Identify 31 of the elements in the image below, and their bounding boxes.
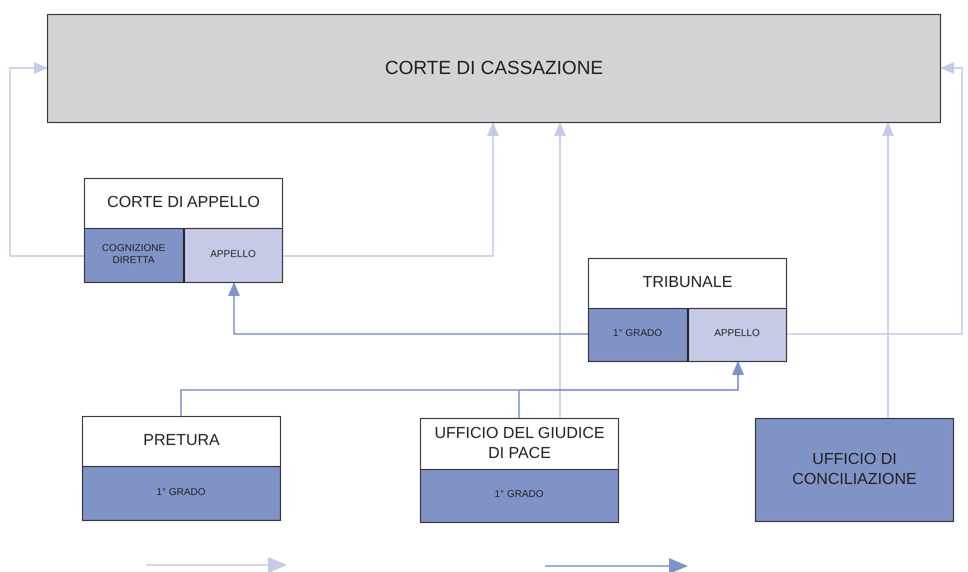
section-box [588, 308, 688, 362]
arrow [283, 122, 499, 257]
court-name: CORTE DI APPELLO [106, 193, 261, 213]
court-name: TRIBUNALE [642, 273, 734, 293]
court-name: CORTE DI CASSAZIONE [384, 56, 604, 80]
arrow [9, 62, 84, 257]
section-box [420, 468, 618, 522]
arrow [554, 122, 566, 418]
arrow [518, 361, 744, 418]
section-label: 1° GRADO [155, 486, 206, 500]
court-name: PRETURA [142, 431, 221, 451]
court-name: UFFICIO DEL GIUDICE DI PACE [433, 424, 606, 464]
court-box [755, 418, 954, 522]
court-box [84, 178, 283, 283]
arrow [228, 282, 588, 335]
section-box [184, 228, 282, 282]
court-box [82, 416, 281, 521]
section-label: APPELLO [713, 328, 761, 341]
court-name: UFFICIO DI CONCILIAZIONE [791, 450, 918, 490]
section-label: 1° GRADO [493, 489, 544, 502]
section-box [688, 308, 786, 362]
arrow [787, 62, 963, 335]
section-label: APPELLO [209, 248, 257, 262]
section-label: 1° GRADO [612, 328, 663, 341]
court-box [47, 14, 941, 123]
section-box [84, 228, 184, 282]
court-box [588, 258, 787, 362]
section-box [82, 466, 280, 520]
arrow [882, 122, 894, 418]
court-box [420, 418, 619, 523]
section-label: COGNIZIONE DIRETTA [100, 242, 166, 268]
